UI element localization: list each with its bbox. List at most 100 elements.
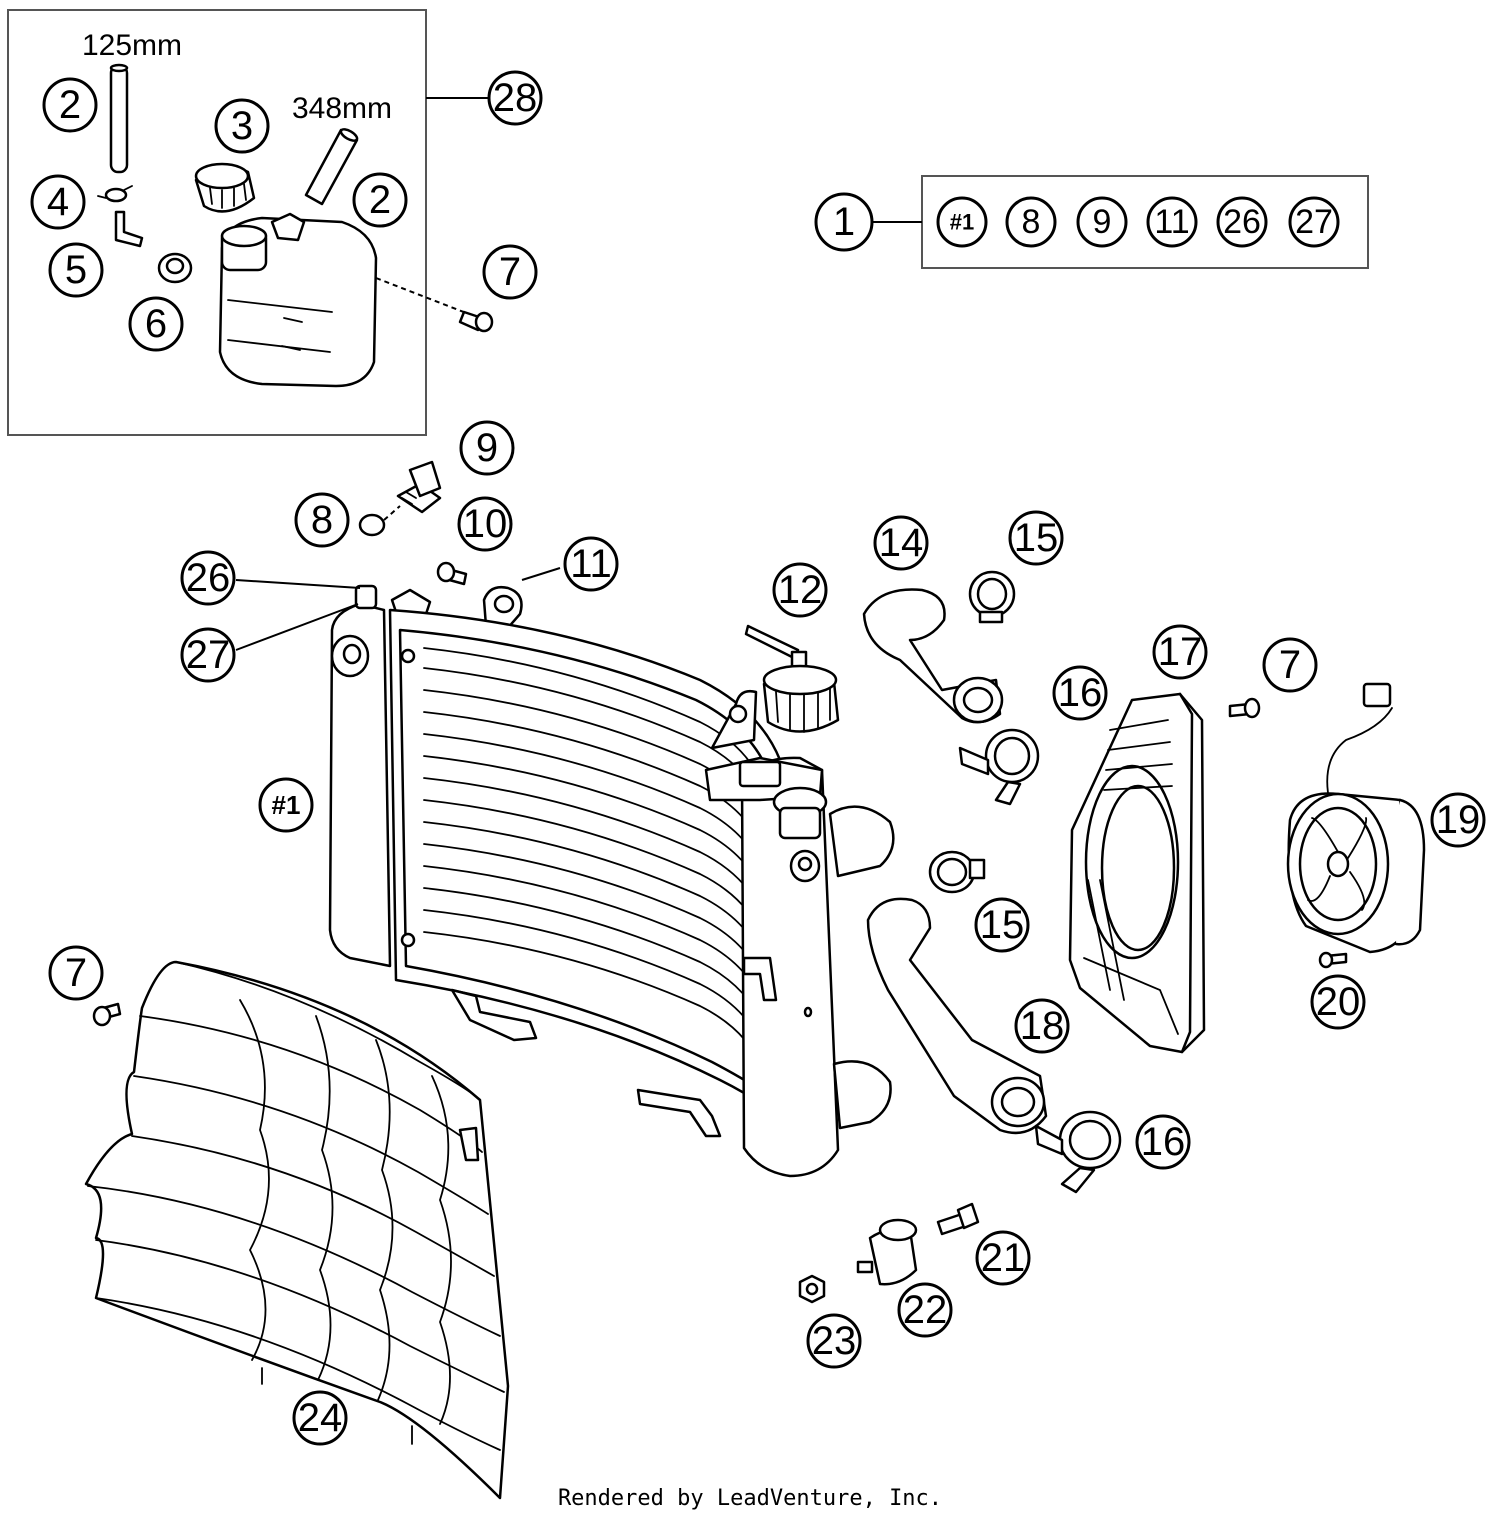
short-hose bbox=[109, 63, 129, 174]
angle-fitting bbox=[114, 210, 144, 248]
spring-clamp-upper bbox=[958, 728, 1040, 806]
callout-11-tab: 11 bbox=[563, 536, 619, 592]
callout-4-clamp: 4 bbox=[30, 174, 86, 230]
svg-text:16: 16 bbox=[1058, 671, 1103, 715]
svg-text:12: 12 bbox=[778, 568, 823, 612]
svg-text:2: 2 bbox=[59, 83, 81, 127]
upper-hose bbox=[862, 588, 1004, 724]
svg-text:26: 26 bbox=[1223, 203, 1261, 241]
callout-27: 27 bbox=[180, 627, 236, 683]
svg-text:16: 16 bbox=[1141, 1120, 1186, 1164]
screw-radiator-top bbox=[436, 561, 468, 586]
callout-19-fan: 19 bbox=[1430, 792, 1486, 848]
svg-text:1: 1 bbox=[833, 200, 855, 244]
screw-tank bbox=[458, 310, 494, 333]
svg-text:17: 17 bbox=[1158, 630, 1203, 674]
callout-6-grommet: 6 bbox=[128, 296, 184, 352]
screw-shroud bbox=[1228, 697, 1261, 719]
kit-item-9: 9 bbox=[1076, 196, 1128, 248]
rubber-mount bbox=[856, 1218, 918, 1286]
radiator-cap bbox=[744, 624, 840, 733]
callout-14-upper-hose: 14 bbox=[873, 515, 929, 571]
svg-text:20: 20 bbox=[1316, 980, 1361, 1024]
callout-radiator: #1 bbox=[258, 777, 314, 833]
kit-item-8: 8 bbox=[1005, 196, 1057, 248]
svg-text:7: 7 bbox=[499, 250, 521, 294]
kit-item-26: 26 bbox=[1216, 196, 1268, 248]
callout-16-upper-clamp: 16 bbox=[1052, 665, 1108, 721]
callout-22-rubber-mount: 22 bbox=[897, 1282, 953, 1338]
svg-text:24: 24 bbox=[298, 1396, 343, 1440]
screw-mount bbox=[936, 1202, 980, 1236]
hose-length-348: 348mm bbox=[292, 92, 392, 125]
callout-12-radiator-cap: 12 bbox=[772, 562, 828, 618]
hose-clamp-upper bbox=[968, 570, 1016, 624]
callout-9-sensor: 9 bbox=[459, 420, 515, 476]
svg-text:3: 3 bbox=[231, 104, 253, 148]
svg-text:7: 7 bbox=[1279, 643, 1301, 687]
kit-item-27: 27 bbox=[1288, 196, 1340, 248]
callout-7-shroud-screw: 7 bbox=[1262, 637, 1318, 693]
svg-text:9: 9 bbox=[1093, 203, 1112, 241]
callout-23-nut: 23 bbox=[806, 1313, 862, 1369]
long-hose bbox=[304, 128, 359, 206]
callout-21-screw: 21 bbox=[975, 1230, 1031, 1286]
grommet bbox=[157, 252, 193, 284]
callout-1-kit: 1 bbox=[814, 192, 874, 252]
svg-text:26: 26 bbox=[186, 556, 231, 600]
callout-8-o-ring: 8 bbox=[294, 492, 350, 548]
svg-text:9: 9 bbox=[476, 426, 498, 470]
callout-26: 26 bbox=[180, 550, 236, 606]
svg-text:21: 21 bbox=[981, 1236, 1026, 1280]
callout-2-long-hose: 2 bbox=[352, 172, 408, 228]
svg-text:10: 10 bbox=[463, 502, 508, 546]
kit-item-radiator: #1 bbox=[936, 196, 988, 248]
callout-10-screw: 10 bbox=[457, 496, 513, 552]
svg-text:8: 8 bbox=[311, 498, 333, 542]
spring-clamp-lower bbox=[1034, 1110, 1122, 1194]
svg-text:4: 4 bbox=[47, 180, 69, 224]
callout-16-lower-clamp: 16 bbox=[1135, 1114, 1191, 1170]
svg-text:28: 28 bbox=[493, 76, 538, 120]
callout-7-tank-screw: 7 bbox=[482, 244, 538, 300]
callout-17-shroud: 17 bbox=[1152, 624, 1208, 680]
hex-nut bbox=[798, 1274, 826, 1304]
svg-text:23: 23 bbox=[812, 1319, 857, 1363]
svg-text:19: 19 bbox=[1436, 798, 1481, 842]
callout-20-fan-screw: 20 bbox=[1310, 974, 1366, 1030]
svg-text:27: 27 bbox=[186, 633, 231, 677]
fan-shroud bbox=[1068, 692, 1206, 1054]
svg-text:#1: #1 bbox=[950, 210, 974, 235]
callout-3-tank-cap: 3 bbox=[214, 98, 270, 154]
svg-text:2: 2 bbox=[369, 178, 391, 222]
callout-28-tank-kit: 28 bbox=[487, 70, 543, 126]
svg-text:11: 11 bbox=[1154, 203, 1189, 241]
hose-clamp-small bbox=[97, 185, 133, 203]
callout-24-grille: 24 bbox=[292, 1390, 348, 1446]
callout-7-grille-screw: 7 bbox=[48, 945, 104, 1001]
callout-15-upper-clamp: 15 bbox=[1008, 510, 1064, 566]
tank-cap bbox=[194, 162, 256, 213]
svg-text:8: 8 bbox=[1022, 203, 1041, 241]
svg-text:6: 6 bbox=[145, 302, 167, 346]
expansion-tank bbox=[218, 212, 378, 388]
svg-text:15: 15 bbox=[1014, 516, 1059, 560]
cooling-fan bbox=[1286, 682, 1426, 954]
radiator bbox=[328, 584, 895, 1178]
svg-text:#1: #1 bbox=[272, 790, 301, 820]
screw-grille bbox=[92, 1002, 122, 1027]
kit-item-11: 11 bbox=[1146, 196, 1198, 248]
callout-5-fitting: 5 bbox=[48, 242, 104, 298]
screw-fan bbox=[1318, 951, 1348, 969]
callout-15-lower-clamp: 15 bbox=[974, 897, 1030, 953]
temperature-sensor bbox=[396, 460, 442, 514]
hose-clamp-lower bbox=[928, 850, 986, 894]
hose-length-125: 125mm bbox=[82, 29, 182, 62]
svg-text:27: 27 bbox=[1295, 203, 1333, 241]
svg-text:5: 5 bbox=[65, 248, 87, 292]
callout-18-lower-hose: 18 bbox=[1014, 998, 1070, 1054]
svg-text:18: 18 bbox=[1020, 1004, 1065, 1048]
o-ring bbox=[358, 513, 386, 537]
svg-text:22: 22 bbox=[903, 1288, 948, 1332]
